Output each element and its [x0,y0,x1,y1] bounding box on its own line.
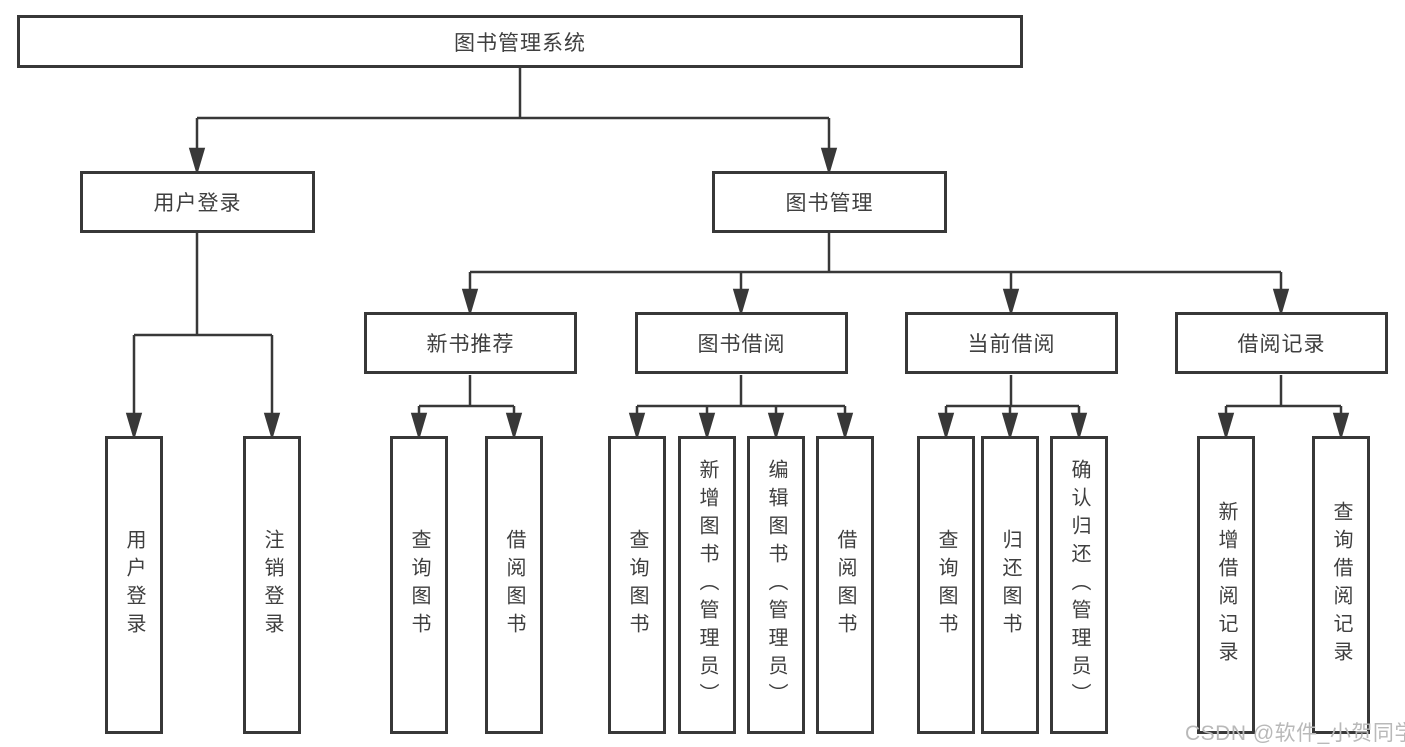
connector-arrowhead [1217,412,1235,441]
connector-arrowhead [820,147,838,176]
node-book-mgmt: 图书管理 [712,171,947,233]
leaf-user-login: 用户登录 [105,436,163,734]
connector-arrowhead [1272,288,1290,317]
node-new-book-recommend: 新书推荐 [364,312,577,374]
connector-arrowhead [628,412,646,441]
leaf-query-book-3: 查询图书 [917,436,975,734]
connector-arrowhead [505,412,523,441]
leaf-borrow-book-2: 借阅图书 [816,436,874,734]
csdn-watermark: CSDN @软件_小贺同学 [1185,722,1405,745]
leaf-add-borrow-record: 新增借阅记录 [1197,436,1255,734]
connector-arrowhead [732,288,750,317]
node-borrow-records: 借阅记录 [1175,312,1388,374]
connector-current-children [937,375,1088,441]
leaf-query-book-1: 查询图书 [390,436,448,734]
connector-arrowhead [836,412,854,441]
connector-arrowhead [188,147,206,176]
connector-arrowhead [410,412,428,441]
node-root: 图书管理系统 [17,15,1023,68]
connector-arrowhead [698,412,716,441]
leaf-add-book-admin: 新增图书（管理员） [678,436,736,734]
node-user-login: 用户登录 [80,171,315,233]
connector-arrowhead [1002,288,1020,317]
node-book-borrow: 图书借阅 [635,312,848,374]
connector-user-login-children [125,233,281,441]
leaf-confirm-return-admin: 确认归还（管理员） [1050,436,1108,734]
leaf-borrow-book-1: 借阅图书 [485,436,543,734]
connector-arrowhead [461,288,479,317]
connector-new-book-children [410,375,523,441]
leaf-query-book-2: 查询图书 [608,436,666,734]
connector-arrowhead [1001,412,1019,441]
connector-arrowhead [1070,412,1088,441]
leaf-query-borrow-record: 查询借阅记录 [1312,436,1370,734]
connector-arrowhead [767,412,785,441]
connector-arrowhead [1332,412,1350,441]
connector-arrowhead [937,412,955,441]
leaf-logout: 注销登录 [243,436,301,734]
connector-borrow-children [628,375,854,441]
connector-arrowhead [125,412,143,441]
connector-book-mgmt-children [461,233,1290,317]
leaf-return-book: 归还图书 [981,436,1039,734]
connector-root-to-level2 [188,68,838,176]
connector-arrowhead [263,412,281,441]
leaf-edit-book-admin: 编辑图书（管理员） [747,436,805,734]
node-current-borrow: 当前借阅 [905,312,1118,374]
connector-records-children [1217,375,1350,441]
